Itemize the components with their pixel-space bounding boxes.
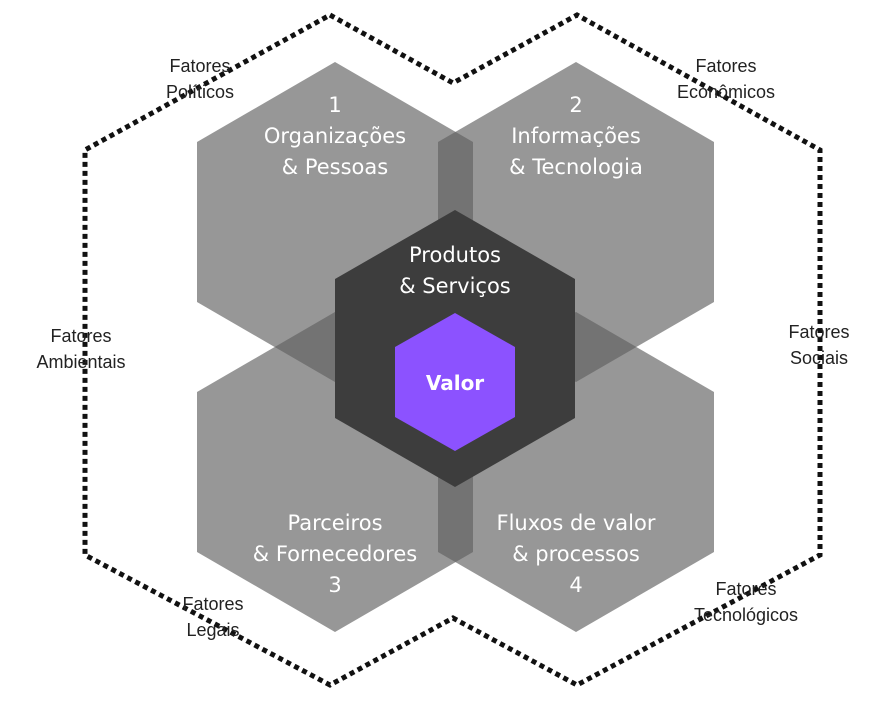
dimension-4-number: 4 — [569, 573, 582, 597]
factor-legais-line1: Fatores — [182, 594, 243, 614]
factor-ambientais-line1: Fatores — [50, 326, 111, 346]
center-title-line2: & Serviços — [399, 274, 511, 298]
factor-ambientais-line2: Ambientais — [36, 352, 125, 372]
factor-economicos-line1: Fatores — [695, 56, 756, 76]
factor-tecnologicos-line1: Fatores — [715, 579, 776, 599]
dimension-3-number: 3 — [328, 573, 341, 597]
dimension-2-title-line1: Informações — [511, 124, 641, 148]
dimension-4-title-line2: & processos — [512, 542, 640, 566]
factor-politicos-line2: Políticos — [166, 82, 234, 102]
dimension-1-title-line1: Organizações — [264, 124, 406, 148]
dimension-1-number: 1 — [328, 93, 341, 117]
dimension-4-title-line1: Fluxos de valor — [496, 511, 655, 535]
dimension-2-title-line2: & Tecnologia — [509, 155, 643, 179]
factor-sociais-line1: Fatores — [788, 322, 849, 342]
center-title-line1: Produtos — [409, 243, 501, 267]
factor-economicos-line2: Econômicos — [677, 82, 775, 102]
dimension-1-title-line2: & Pessoas — [282, 155, 388, 179]
dimension-3-title-line1: Parceiros — [287, 511, 382, 535]
factor-tecnologicos-line2: Tecnológicos — [694, 605, 798, 625]
dimension-3-title-line2: & Fornecedores — [253, 542, 417, 566]
factor-legais-line2: Legais — [186, 620, 239, 640]
factor-politicos-line1: Fatores — [169, 56, 230, 76]
external-factors-boundary — [82, 12, 823, 688]
factor-sociais-line2: Sociais — [790, 348, 848, 368]
dimension-2-number: 2 — [569, 93, 582, 117]
core-label-valor: Valor — [426, 371, 484, 395]
core-hex-valor — [395, 313, 515, 451]
